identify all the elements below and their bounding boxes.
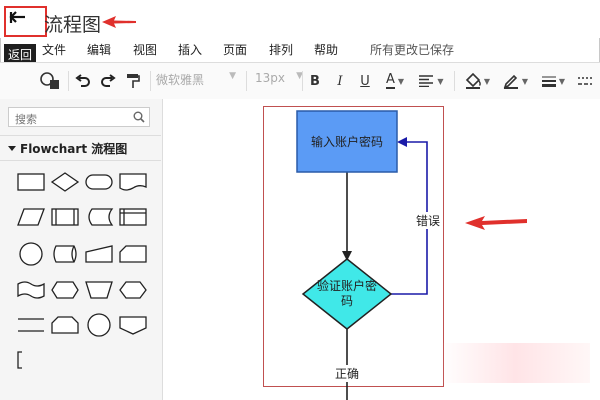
menu-arrange[interactable]: 排列 [269, 43, 294, 57]
underline-button[interactable]: U [360, 73, 370, 89]
decision-node-verify [301, 258, 393, 330]
pen-icon [503, 74, 518, 89]
undo-button[interactable] [72, 69, 94, 93]
menu-help[interactable]: 帮助 [314, 43, 339, 57]
node-input-label[interactable]: 输入账户密码 [310, 135, 383, 149]
annotation-arrow-left-icon [465, 216, 527, 230]
line-style-button[interactable] [574, 69, 596, 93]
category-label: Flowchart 流程图 [20, 142, 128, 156]
font-size-value: 13px [255, 71, 285, 85]
shape-style-icon [40, 72, 59, 89]
preparation-shape-icon[interactable] [50, 279, 80, 301]
format-panel-button[interactable] [36, 69, 64, 93]
highlight-box [4, 6, 47, 37]
chevron-down-icon: ▼ [558, 76, 566, 86]
title-bar: 流程图 [0, 0, 600, 38]
chevron-down-icon: ▼ [296, 71, 303, 81]
menu-file[interactable]: 文件 [42, 43, 67, 57]
paint-roller-icon [127, 74, 140, 88]
chevron-down-icon: ▼ [229, 71, 236, 81]
chevron-down-icon: ▼ [437, 76, 444, 86]
paint-bucket-icon [465, 73, 481, 89]
summing-junction-shape-icon[interactable] [84, 312, 114, 338]
toolbar: 微软雅黑 ▼ 13px ▼ B I U A ▼ ▼ ▼ ▼ [0, 62, 600, 100]
shape-search-box [8, 107, 150, 129]
direct-data-shape-icon[interactable] [50, 243, 80, 265]
manual-operation-shape-icon[interactable] [84, 279, 114, 301]
chevron-down-icon: ▼ [521, 76, 529, 86]
stored-data-shape-icon[interactable] [84, 206, 114, 228]
font-size-select[interactable]: 13px ▼ [255, 71, 303, 91]
document-title[interactable]: 流程图 [44, 14, 102, 36]
menu-bar: 文件 编辑 视图 插入 页面 排列 帮助 所有更改已保存 [0, 38, 600, 60]
dashed-line-icon [578, 77, 592, 85]
menu-page[interactable]: 页面 [223, 43, 248, 57]
connector-shape-icon[interactable] [16, 241, 46, 267]
loop-limit-shape-icon[interactable] [50, 314, 80, 336]
save-status: 所有更改已保存 [370, 43, 455, 57]
annotation-arrow-icon [102, 16, 136, 28]
font-color-label: A [385, 72, 395, 89]
chevron-down-icon: ▼ [483, 76, 491, 86]
diagram-canvas[interactable]: 输入账户密码 验证账户密 码 错误 正确 [163, 99, 600, 400]
page-boundary [263, 106, 444, 387]
menu-view[interactable]: 视图 [133, 43, 158, 57]
back-tooltip: 返回 [4, 44, 37, 65]
redo-icon [101, 74, 116, 87]
off-page-connector-shape-icon[interactable] [118, 314, 148, 336]
document-shape-icon[interactable] [118, 171, 148, 193]
data-shape-icon[interactable] [16, 206, 46, 228]
search-icon[interactable] [133, 111, 145, 123]
card-shape-icon[interactable] [118, 243, 148, 265]
flowchart-category-header[interactable]: Flowchart 流程图 [0, 135, 161, 161]
bold-button[interactable]: B [310, 73, 320, 89]
internal-storage-shape-icon[interactable] [118, 206, 148, 228]
back-button[interactable] [8, 8, 28, 28]
process-shape-icon[interactable] [16, 171, 46, 193]
annotation-bracket-shape-icon[interactable] [12, 349, 42, 371]
undo-icon [75, 74, 90, 87]
line-color-button[interactable]: ▼ [498, 69, 532, 93]
terminator-shape-icon[interactable] [84, 171, 114, 193]
decision-shape-icon[interactable] [50, 171, 80, 193]
back-arrow-icon [9, 11, 25, 23]
align-button[interactable]: ▼ [416, 69, 446, 93]
node-verify-label-line1: 验证账户密 [316, 279, 377, 293]
parallel-mode-shape-icon[interactable] [16, 314, 46, 336]
redo-button[interactable] [97, 69, 119, 93]
font-color-button[interactable]: A ▼ [381, 69, 409, 93]
node-verify-label-line2: 码 [340, 294, 353, 308]
font-family-value: 微软雅黑 [156, 73, 205, 87]
predefined-process-shape-icon[interactable] [50, 206, 80, 228]
process-node-input [296, 110, 398, 173]
flowchart-diagram [296, 110, 428, 400]
tape-shape-icon[interactable] [16, 279, 46, 301]
font-family-select[interactable]: 微软雅黑 ▼ [156, 71, 240, 91]
line-width-button[interactable]: ▼ [536, 69, 570, 93]
hexagon-shape-icon[interactable] [118, 279, 148, 301]
collapse-triangle-icon [8, 142, 16, 156]
line-weight-icon [541, 76, 556, 87]
menu-insert[interactable]: 插入 [178, 43, 203, 57]
shape-sidebar: Flowchart 流程图 [0, 99, 163, 400]
watermark-smudge [440, 343, 590, 383]
fill-color-button[interactable]: ▼ [460, 69, 494, 93]
manual-input-shape-icon[interactable] [84, 243, 114, 265]
edge-correct-label[interactable]: 正确 [331, 365, 363, 382]
chevron-down-icon: ▼ [397, 76, 405, 86]
edge-error-label[interactable]: 错误 [414, 212, 442, 229]
format-painter-button[interactable] [122, 69, 144, 93]
node-verify-label[interactable]: 验证账户密 码 [303, 279, 391, 309]
italic-button[interactable]: I [337, 73, 343, 89]
shape-search-input[interactable] [13, 110, 135, 129]
menu-edit[interactable]: 编辑 [87, 43, 112, 57]
align-left-icon [419, 75, 434, 87]
